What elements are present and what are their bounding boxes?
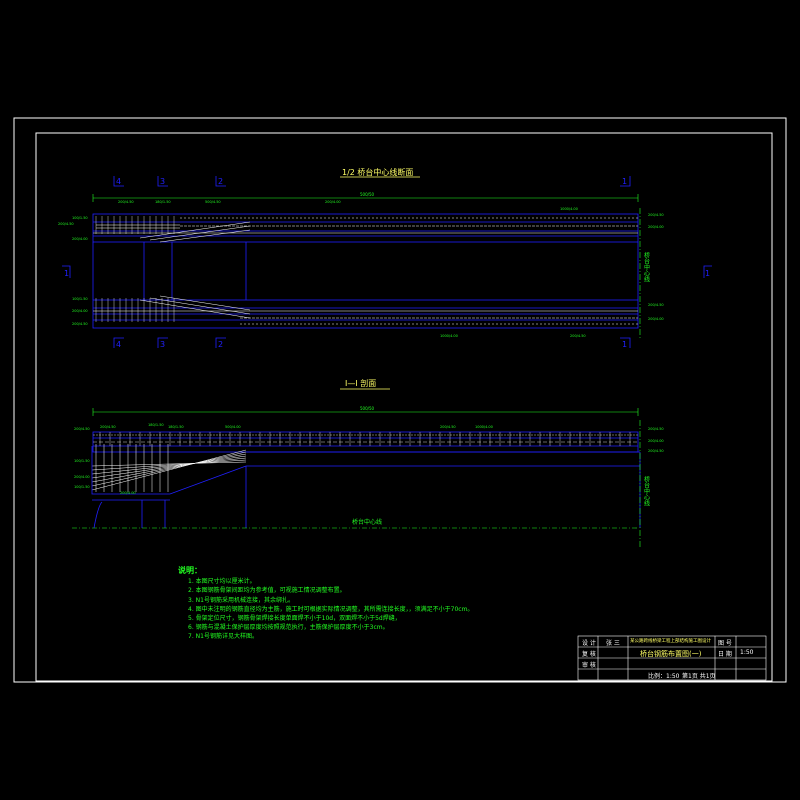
notes-block: 说明： 1. 本图尺寸均以厘米计。 2. 本图钢筋骨架间距均为参考值，可视施工情… xyxy=(178,566,474,642)
plan-elev-right-2: 200/4.00 xyxy=(648,225,664,229)
section-dim-4: 500/4.00 xyxy=(225,425,241,429)
section-mark-1-bottom: 1 xyxy=(622,340,627,349)
tb-drawing-title: 桥台钢筋布置图(一) xyxy=(640,650,702,658)
section-markers-top xyxy=(113,176,631,187)
section-mark-1-top: 1 xyxy=(622,177,627,186)
note-item: 2. 本图钢筋骨架间距均为参考值，可视施工情况调整布置。 xyxy=(188,587,346,595)
lower-stirrups xyxy=(95,298,175,322)
tb-designer-value: 张 三 xyxy=(606,640,620,647)
section-mark-3-top: 3 xyxy=(160,177,165,186)
note-item: 6. 钢筋与混凝土保护层厚度均按照规范执行，主筋保护层厚度不小于3cm。 xyxy=(188,624,389,632)
deck-slab xyxy=(92,431,641,528)
plan-dim-6: 1000/4.00 xyxy=(440,334,458,338)
side-mark-left xyxy=(62,265,71,278)
section-elev-right-2: 200/4.00 xyxy=(648,439,664,443)
plan-elev-right-1: 200/4.50 xyxy=(648,213,664,217)
section-mark-3-bottom: 3 xyxy=(160,340,165,349)
section-view: Ⅰ—Ⅰ 剖面 500/50 xyxy=(72,378,664,548)
plan-elev-left-6: 200/4.50 xyxy=(72,322,88,326)
section-dim-2: 180/1.50 xyxy=(148,423,164,427)
section-top-dim-text: 500/50 xyxy=(360,406,375,411)
section-mark-2-bottom: 2 xyxy=(218,340,223,349)
notes-heading: 说明： xyxy=(178,566,202,575)
outer-border xyxy=(13,117,787,683)
tb-designer-label: 设 计 xyxy=(582,640,596,647)
plan-elev-left-3: 200/4.00 xyxy=(72,237,88,241)
upper-girder-outline xyxy=(92,213,639,300)
title-block-grid xyxy=(577,635,767,681)
side-mark-right xyxy=(703,265,712,278)
tb-project-name: 某公路跨线桥梁工程上部结构施工图设计 xyxy=(630,639,711,644)
section-dim-1: 200/4.50 xyxy=(100,425,116,429)
section-markers-bottom xyxy=(113,337,631,348)
tb-sheet: 第1页 共1页 xyxy=(682,673,716,680)
plan-elev-left-4: 100/1.50 xyxy=(72,297,88,301)
section-vertical-centerline-label: 桥台中心线 xyxy=(643,475,650,506)
section-elev-left-5: 200/4.00 xyxy=(120,491,136,495)
tb-date-value: 1:50 xyxy=(740,649,754,656)
section-dim-5: 200/4.50 xyxy=(440,425,456,429)
section-elev-left-2: 100/1.50 xyxy=(74,459,90,463)
vertical-centerline-label: 桥台中心线 xyxy=(643,251,650,282)
section-dim-3: 180/1.50 xyxy=(168,425,184,429)
note-item: 1. 本图尺寸均以厘米计。 xyxy=(188,578,256,586)
inner-border xyxy=(35,132,773,682)
pile-curve xyxy=(93,501,103,529)
tb-reviewer-label: 审 核 xyxy=(582,662,596,669)
tb-checker-label: 复 核 xyxy=(582,651,596,658)
section-elev-left-3: 200/4.00 xyxy=(74,475,90,479)
plan-dim-7: 200/4.50 xyxy=(570,334,586,338)
note-item: 4. 图中未注明的钢筋直径均为主筋，施工时可根据实际情况调整，其所需连接长度，，… xyxy=(188,605,474,613)
plan-dim-4: 200/4.00 xyxy=(325,200,341,204)
section-mark-2-top: 2 xyxy=(218,177,223,186)
plan-view: 1/2 桥台中心线断面 500/50 4 3 2 1 4 3 xyxy=(58,167,712,349)
section-elev-right-1: 200/4.50 xyxy=(648,427,664,431)
tb-drawing-no-label: 图 号 xyxy=(718,640,732,647)
plan-dim-1: 200/4.50 xyxy=(118,200,134,204)
plan-title: 1/2 桥台中心线断面 xyxy=(342,167,413,177)
plan-elev-left-2: 100/1.50 xyxy=(72,216,88,220)
note-item: 5. 骨架定位尺寸，钢筋骨架焊接长度单面焊不小于10d，双面焊不小于5d焊缝， xyxy=(188,615,401,623)
plan-dim-3: 500/4.50 xyxy=(205,200,221,204)
section-mark-4-top: 4 xyxy=(116,177,121,186)
horizontal-centerline-label: 桥台中心线 xyxy=(352,518,382,526)
section-dim-6: 1000/4.00 xyxy=(475,425,493,429)
lower-rebar xyxy=(93,295,638,325)
plan-elev-left-5: 200/4.00 xyxy=(72,309,88,313)
plan-top-dim-text: 500/50 xyxy=(360,192,375,197)
side-mark-right-label: 1 xyxy=(705,269,710,278)
section-title: Ⅰ—Ⅰ 剖面 xyxy=(345,378,376,388)
section-elev-right-3: 200/4.50 xyxy=(648,449,664,453)
plan-elev-right-4: 200/4.00 xyxy=(648,317,664,321)
abutment-outline xyxy=(91,446,247,501)
side-mark-left-label: 1 xyxy=(64,269,69,278)
tb-scale: 比例：1:50 xyxy=(648,673,680,680)
title-block: 设 计 复 核 审 核 张 三 某公路跨线桥梁工程上部结构施工图设计 桥台钢筋布… xyxy=(578,636,766,680)
lower-girder-outline xyxy=(92,299,639,329)
upper-rebar xyxy=(93,217,638,243)
tb-date-label: 日 期 xyxy=(718,651,732,658)
plan-elev-right-3: 200/4.50 xyxy=(648,303,664,307)
plan-dim-5: 1000/4.00 xyxy=(560,207,578,211)
deck-rebar xyxy=(93,432,638,446)
section-elev-left-1: 200/4.50 xyxy=(74,427,90,431)
plan-dim-2: 180/1.50 xyxy=(155,200,171,204)
upper-stirrups xyxy=(95,216,175,234)
plan-elev-left-1: 200/4.50 xyxy=(58,222,74,226)
note-item: 7. N1号钢筋详见大样图。 xyxy=(188,633,258,641)
section-elev-left-4: 100/1.50 xyxy=(74,485,90,489)
abutment-fan-rebar xyxy=(91,444,247,492)
section-mark-4-bottom: 4 xyxy=(116,340,121,349)
note-item: 3. N1号钢筋采用机械连接，其余绑扎。 xyxy=(188,596,294,604)
